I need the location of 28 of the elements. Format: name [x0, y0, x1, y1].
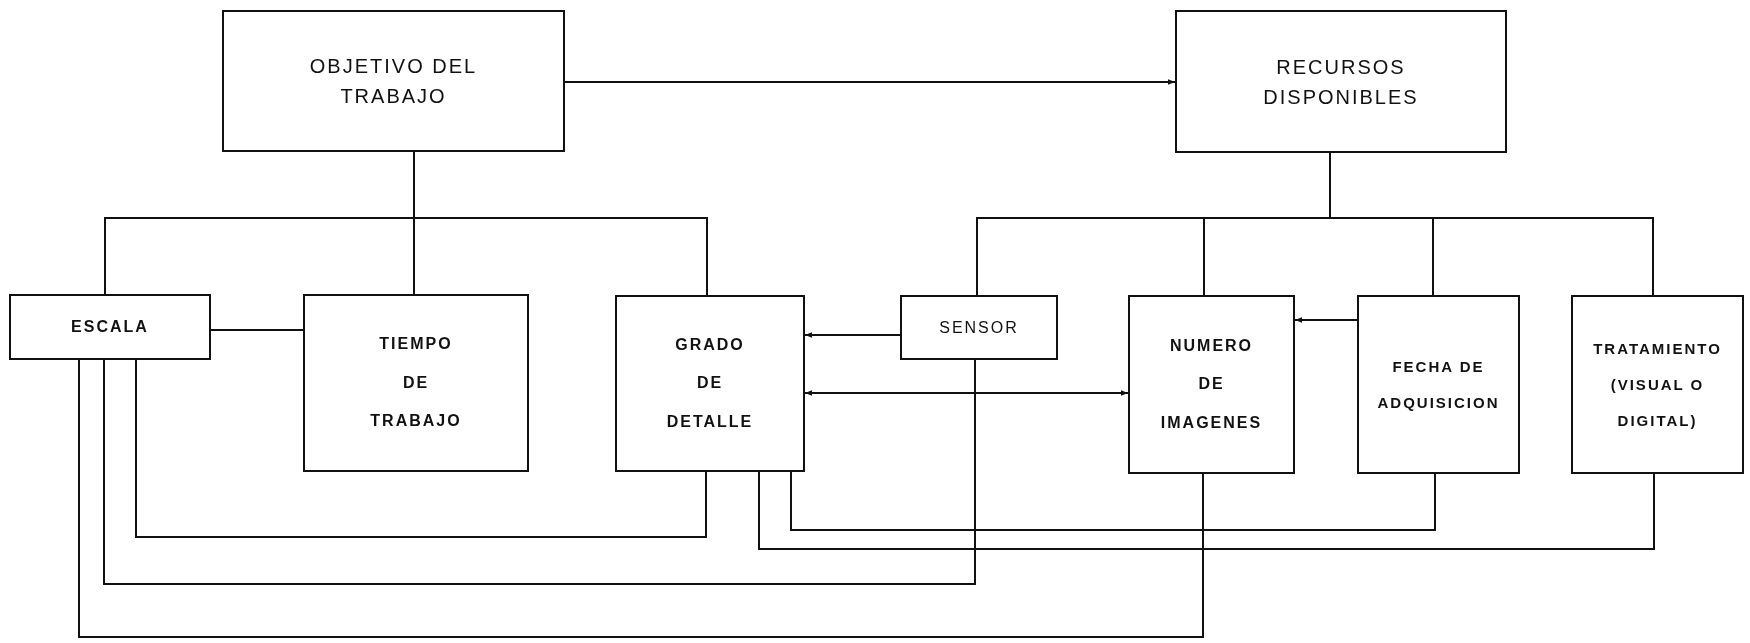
- box-label: TRATAMIENTO (VISUAL O DIGITAL): [1592, 338, 1723, 431]
- connector-line: [78, 359, 1204, 638]
- box-label: ESCALA: [70, 317, 150, 337]
- process-box: [615, 295, 805, 472]
- connector-line: [758, 471, 1655, 550]
- process-box: [222, 10, 565, 152]
- process-box: [1128, 295, 1295, 474]
- connector-line: [103, 359, 976, 585]
- box-label: OBJETIVO DEL TRABAJO: [308, 54, 479, 109]
- box-label: NUMERO DE IMAGENES: [1160, 335, 1263, 433]
- connector-line: [804, 390, 1129, 396]
- box-label: RECURSOS DISPONIBLES: [1262, 54, 1420, 110]
- connector-line: [210, 329, 304, 331]
- connector-line: [804, 332, 901, 338]
- box-label: SENSOR: [938, 317, 1020, 338]
- connector-line: [790, 471, 1436, 531]
- box-label: TIEMPO DE TRABAJO: [370, 334, 462, 432]
- box-label: FECHA DE ADQUISICION: [1377, 356, 1500, 413]
- process-box: [1357, 295, 1520, 474]
- box-label: GRADO DE DETALLE: [666, 334, 754, 432]
- connector-line: [1294, 317, 1358, 323]
- process-box: [900, 295, 1058, 360]
- process-box: [303, 294, 529, 472]
- connector-line: [135, 359, 707, 538]
- connector-line: [564, 79, 1176, 85]
- process-box: [1175, 10, 1507, 153]
- process-box: [1571, 295, 1744, 474]
- process-box: [9, 294, 211, 360]
